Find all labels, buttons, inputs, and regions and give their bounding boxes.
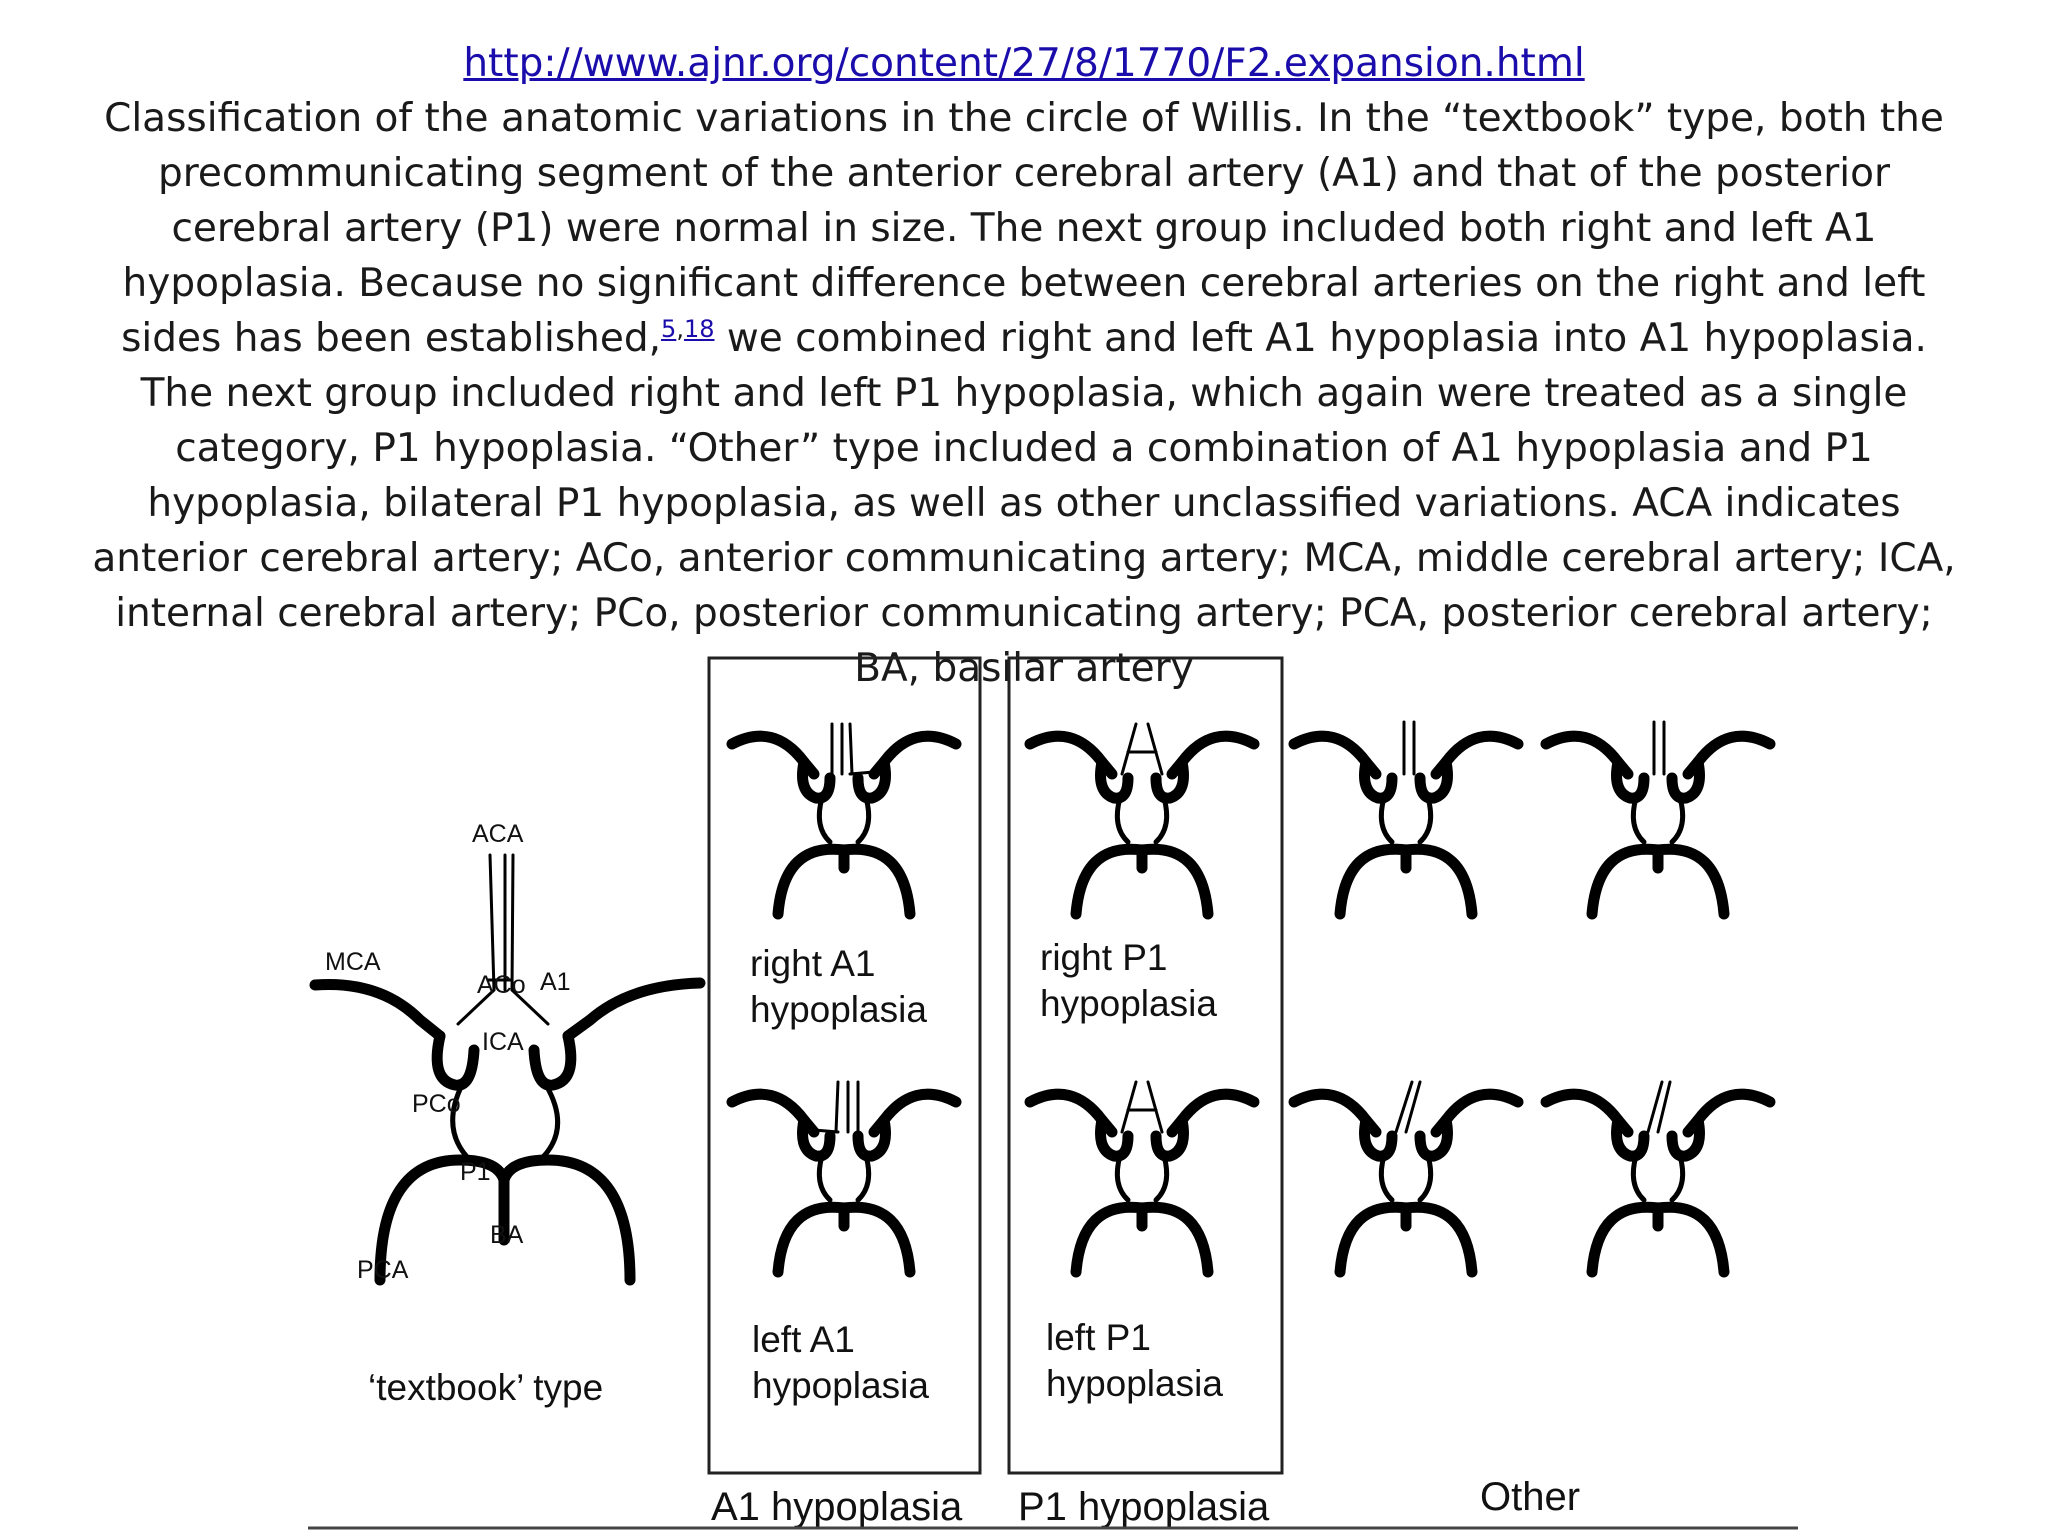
reference-separator: , (676, 315, 684, 343)
right-a1-hypoplasia-diagram (732, 722, 956, 914)
right-p1-label-line1: right P1 (1040, 937, 1168, 978)
right-p1-label-line2: hypoplasia (1040, 983, 1217, 1024)
p1-hypoplasia-box (1007, 656, 1284, 1475)
left-p1-label-line2: hypoplasia (1046, 1363, 1223, 1404)
other-variation-2 (1546, 720, 1770, 914)
reference-link-18[interactable]: 18 (683, 315, 715, 343)
other-variation-1 (1294, 720, 1518, 914)
right-a1-label-line2: hypoplasia (750, 989, 927, 1030)
label-aco: ACo (477, 971, 526, 999)
label-aca: ACA (472, 820, 524, 848)
caption-text-part2: we combined right and left A1 hypoplasia… (92, 316, 1956, 691)
label-pco: PCo (412, 1090, 461, 1118)
right-p1-hypoplasia-diagram (1030, 722, 1254, 914)
other-title: Other (1480, 1475, 1580, 1519)
left-p1-hypoplasia-diagram (1030, 1080, 1254, 1272)
a1-hypoplasia-box (707, 656, 982, 1475)
a1-hypoplasia-title: A1 hypoplasia (711, 1485, 963, 1529)
left-p1-label-line1: left P1 (1046, 1317, 1151, 1358)
label-ba: BA (490, 1221, 524, 1249)
textbook-type-diagram (309, 853, 706, 1286)
label-pca: PCA (357, 1256, 409, 1284)
p1-hypoplasia-title: P1 hypoplasia (1018, 1485, 1270, 1529)
label-mca: MCA (325, 948, 381, 976)
other-variation-4 (1546, 1080, 1770, 1272)
other-variation-3 (1294, 1080, 1518, 1272)
reference-superscript: 5,18 (661, 315, 714, 343)
left-a1-hypoplasia-diagram (732, 1080, 956, 1272)
caption-text-part1: Classification of the anatomic variation… (104, 96, 1944, 361)
label-ica: ICA (482, 1028, 524, 1056)
label-p1: P1 (460, 1158, 491, 1186)
label-a1: A1 (540, 968, 571, 996)
right-a1-label-line1: right A1 (750, 943, 875, 984)
figure-caption: http://www.ajnr.org/content/27/8/1770/F2… (80, 36, 1968, 696)
left-a1-label-line1: left A1 (752, 1319, 855, 1360)
left-a1-label-line2: hypoplasia (752, 1365, 929, 1406)
source-link[interactable]: http://www.ajnr.org/content/27/8/1770/F2… (463, 41, 1585, 86)
reference-link-5[interactable]: 5 (661, 315, 677, 343)
textbook-type-title: ‘textbook’ type (368, 1367, 603, 1408)
